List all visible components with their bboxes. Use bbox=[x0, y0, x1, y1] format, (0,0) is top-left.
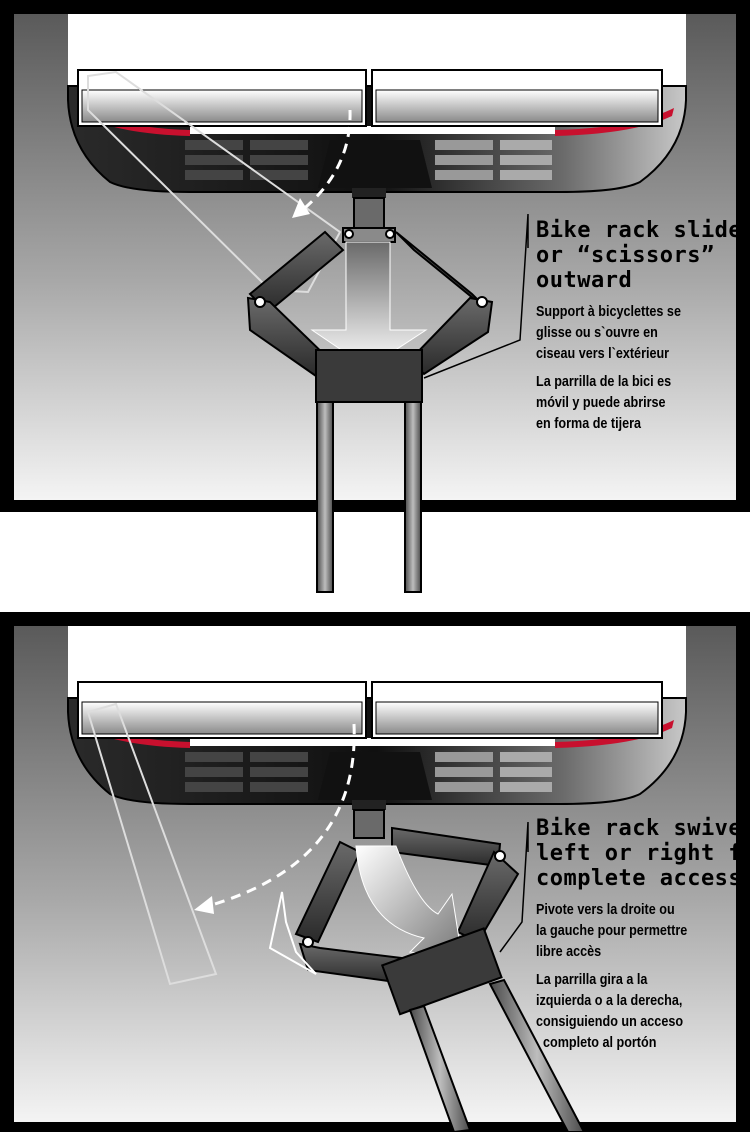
spanish-line: La parrilla de la bici es bbox=[536, 373, 672, 390]
heading-line: or “scissors” bbox=[536, 243, 715, 268]
bottom-panel-swivel-diagram: Bike rack swivels left or right for comp… bbox=[0, 612, 750, 1132]
dashed-motion-arrow bbox=[299, 109, 352, 214]
tail-light-right bbox=[555, 108, 674, 136]
hitch-mount bbox=[353, 197, 385, 233]
spanish-line: completo al portón bbox=[536, 1034, 657, 1051]
slide-description: Support à bicyclettes se glisse ou s`ouv… bbox=[536, 301, 738, 434]
heading-line: complete access bbox=[536, 866, 743, 891]
tail-light-left bbox=[80, 720, 190, 748]
bumper-trim bbox=[190, 738, 555, 746]
heading-line: outward bbox=[536, 268, 633, 293]
swivel-callout: Bike rack swivels left or right for comp… bbox=[536, 816, 750, 1053]
hitch-receiver bbox=[318, 140, 432, 188]
callout-leader-line bbox=[423, 213, 529, 379]
slide-callout: Bike rack slides or “scissors” outward S… bbox=[536, 218, 750, 434]
ghost-rack-outline bbox=[86, 702, 218, 986]
slide-illustration bbox=[0, 0, 750, 593]
heading-line: left or right for bbox=[536, 841, 750, 866]
callout-leader-line bbox=[499, 821, 529, 953]
tail-light-left bbox=[80, 108, 190, 136]
french-line: ciseau vers l`extérieur bbox=[536, 345, 670, 362]
rack-post-right bbox=[488, 978, 586, 1132]
bumper-vents bbox=[185, 140, 552, 180]
scissor-arms bbox=[246, 229, 494, 378]
swivel-heading: Bike rack swivels left or right for comp… bbox=[536, 816, 750, 891]
french-line: libre accès bbox=[536, 943, 602, 960]
rack-post-left bbox=[408, 1004, 472, 1132]
french-line: Support à bicyclettes se bbox=[536, 303, 681, 320]
bumper-vents bbox=[185, 752, 552, 792]
rack-head bbox=[315, 349, 423, 403]
dashed-arrow-head bbox=[292, 198, 310, 218]
dashed-motion-arrow bbox=[207, 723, 356, 908]
heading-line: Bike rack swivels bbox=[536, 816, 750, 841]
slide-heading: Bike rack slides or “scissors” outward bbox=[536, 218, 750, 293]
bumper-trim bbox=[190, 126, 555, 134]
french-line: la gauche pour permettre bbox=[536, 922, 688, 939]
rack-post-left bbox=[316, 401, 334, 593]
spanish-line: La parrilla gira a la bbox=[536, 971, 648, 988]
spanish-line: consiguiendo un acceso bbox=[536, 1013, 684, 1030]
swivel-description: Pivote vers la droite ou la gauche pour … bbox=[536, 899, 738, 1053]
spanish-line: izquierda o a la derecha, bbox=[536, 992, 683, 1009]
motion-outline bbox=[268, 891, 317, 975]
rack-post-right bbox=[404, 401, 422, 593]
rack-head bbox=[380, 927, 503, 1016]
spanish-line: en forma de tijera bbox=[536, 415, 642, 432]
ghost-rack-outline bbox=[87, 70, 342, 294]
hitch-mount bbox=[353, 809, 385, 839]
spanish-line: móvil y puede abrirse bbox=[536, 394, 666, 411]
heading-line: Bike rack slides bbox=[536, 218, 750, 243]
french-line: glisse ou s`ouvre en bbox=[536, 324, 658, 341]
dashed-arrow-head bbox=[194, 896, 214, 914]
hitch-receiver bbox=[318, 752, 432, 800]
french-line: Pivote vers la droite ou bbox=[536, 901, 675, 918]
swivel-illustration bbox=[0, 612, 750, 1132]
top-panel-slide-diagram: Bike rack slides or “scissors” outward S… bbox=[0, 0, 750, 593]
tail-light-right bbox=[555, 720, 674, 748]
